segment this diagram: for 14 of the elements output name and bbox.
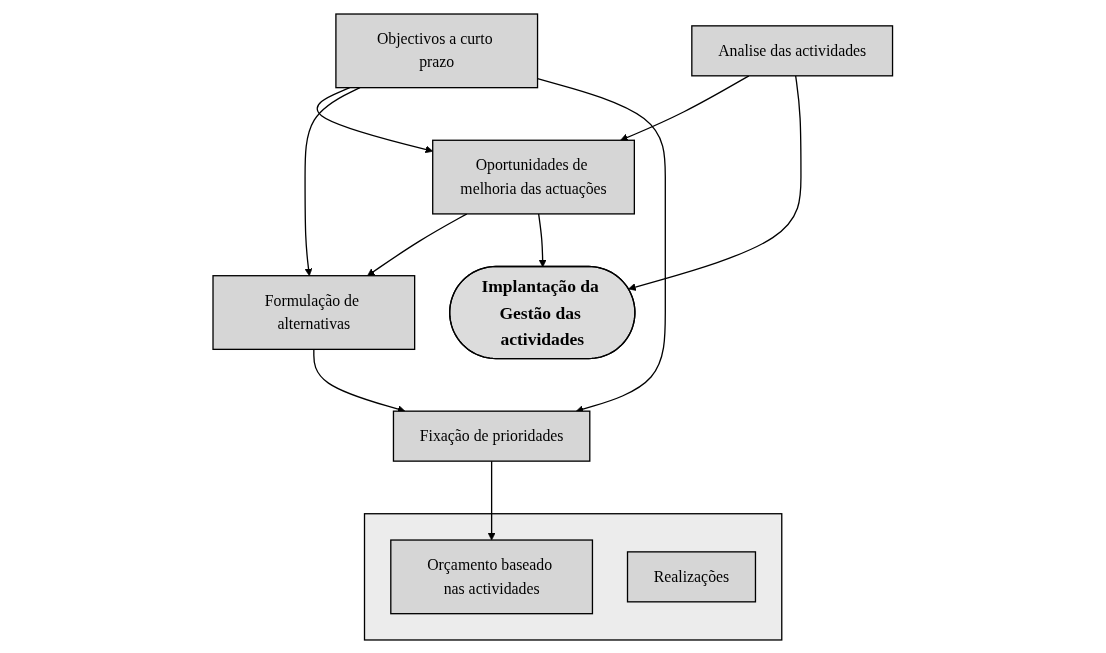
node-box: Formulação de alternativas bbox=[212, 274, 416, 350]
arrow bbox=[367, 212, 468, 276]
node-box: Analise das actividades bbox=[691, 24, 894, 76]
arrow bbox=[538, 212, 547, 267]
arrow bbox=[488, 459, 496, 540]
arrow bbox=[628, 74, 802, 291]
arrow bbox=[620, 74, 750, 141]
arrow bbox=[304, 86, 361, 276]
node-box: Objectivos a curto prazo bbox=[335, 12, 539, 88]
node-box: Fixação de prioridades bbox=[393, 410, 591, 462]
node-box: Orçamento baseado nas actividades bbox=[390, 538, 594, 614]
node-box: Oportunidades de melhoria das actuações bbox=[432, 139, 636, 215]
cluster bbox=[364, 512, 783, 641]
node-box: Realizações bbox=[627, 550, 757, 602]
